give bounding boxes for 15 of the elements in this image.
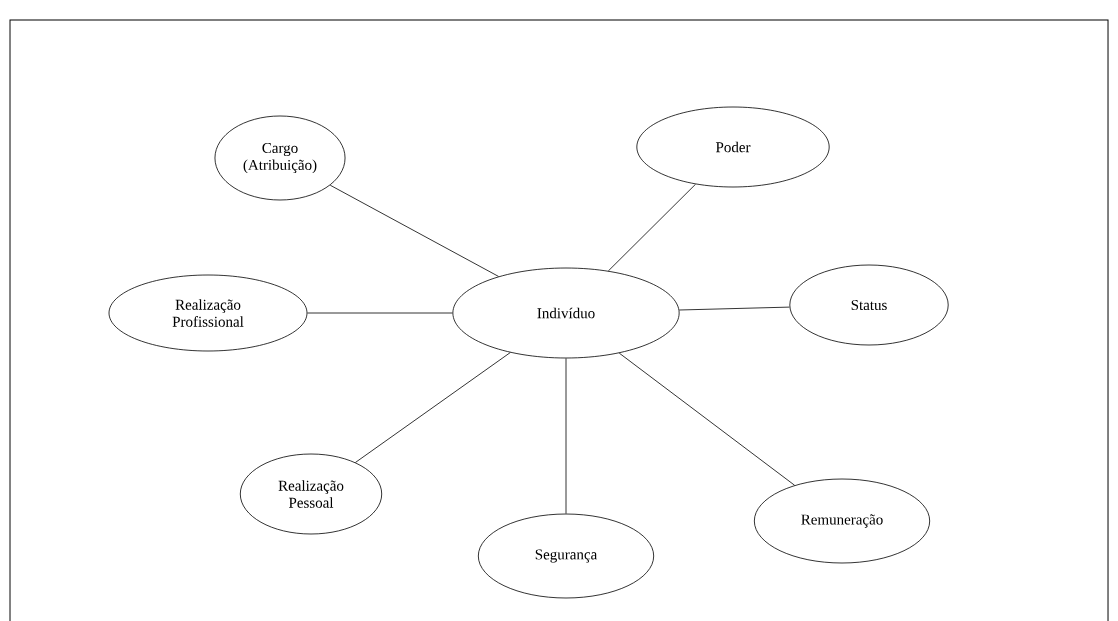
connector-line (608, 183, 696, 272)
connector-line (678, 306, 790, 311)
ellipse-node: Realização Pessoal (239, 453, 383, 535)
connector-line (618, 352, 795, 486)
ellipse-node: Status (789, 264, 949, 346)
connector-line (329, 184, 499, 277)
ellipse-node: Remuneração (753, 478, 931, 564)
ellipse-node: Poder (636, 106, 830, 188)
connector-line (307, 312, 453, 314)
connector-line (565, 358, 567, 514)
ellipse-node: Realização Profissional (108, 274, 308, 352)
ellipse-node: Cargo (Atribuição) (214, 115, 346, 201)
ellipse-node: Segurança (477, 513, 655, 599)
connector-line (355, 352, 511, 463)
ellipse-node: Indivíduo (452, 267, 680, 359)
